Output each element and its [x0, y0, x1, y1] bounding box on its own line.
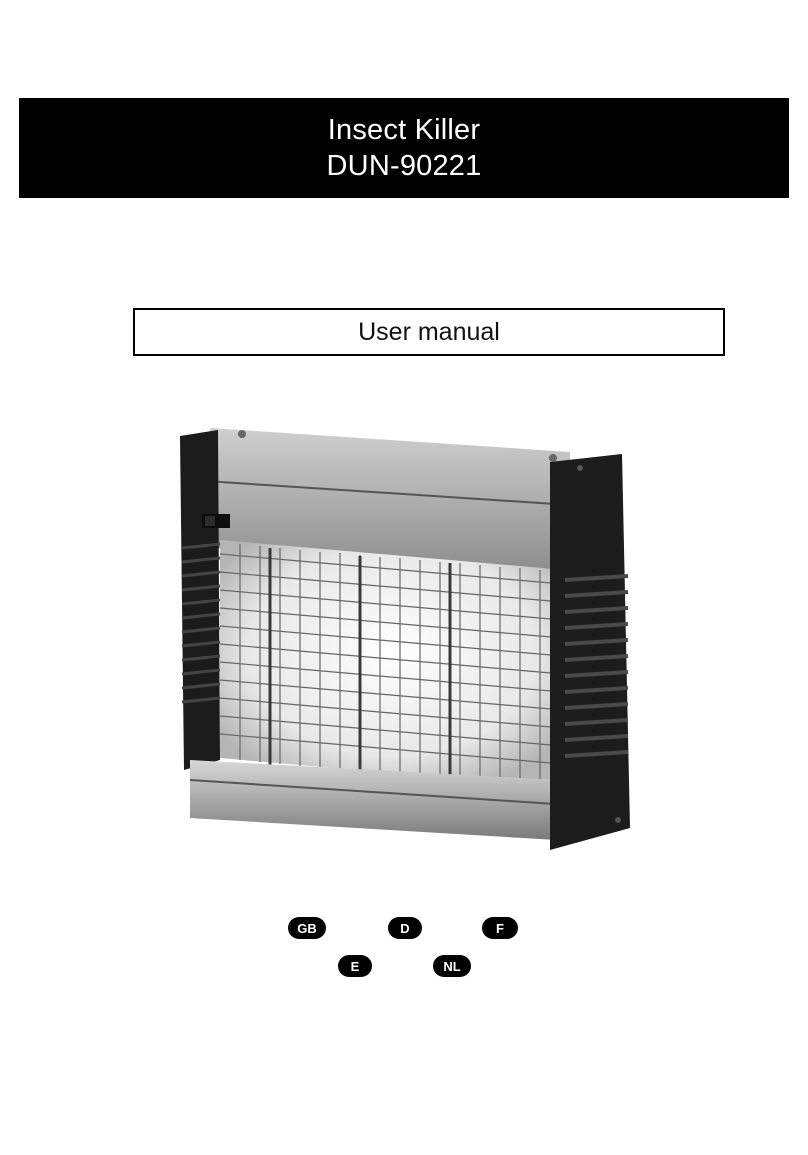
title-banner: Insect Killer DUN-90221: [19, 98, 789, 198]
insect-killer-device-photo: [170, 420, 640, 860]
product-name: Insect Killer: [328, 112, 481, 148]
language-badge-gb[interactable]: GB: [288, 917, 326, 939]
user-manual-label: User manual: [133, 308, 725, 356]
language-badge-nl[interactable]: NL: [433, 955, 471, 977]
language-badge-f[interactable]: F: [482, 917, 518, 939]
language-badge-d[interactable]: D: [388, 917, 422, 939]
language-badge-e[interactable]: E: [338, 955, 372, 977]
model-number: DUN-90221: [327, 148, 482, 184]
